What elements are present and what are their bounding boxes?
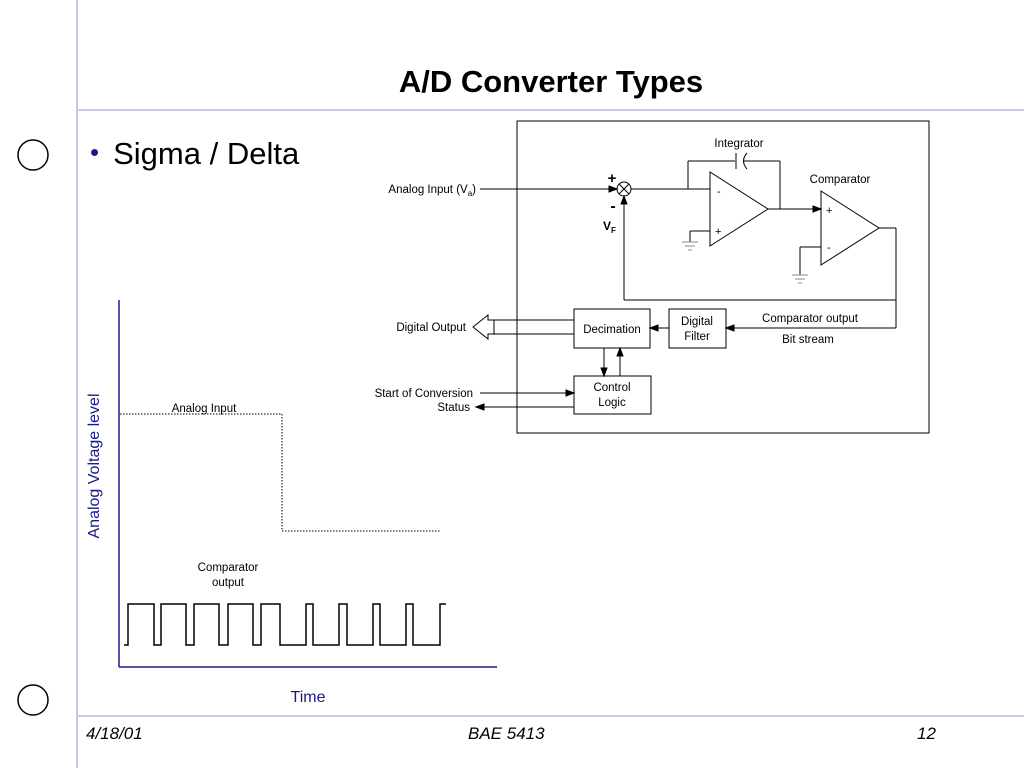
integrator-opamp — [709, 171, 769, 247]
analog-input-arrow — [608, 185, 619, 193]
integrator-to-comparator-arrow — [812, 205, 823, 213]
bottom-circle-decoration — [17, 684, 49, 716]
filter-to-decimation-arrow — [648, 324, 659, 332]
comparator-output-trace — [124, 603, 446, 646]
digital-filter-label-1: Digital — [681, 316, 713, 328]
vf-label: VF — [603, 219, 616, 235]
waveform-y-axis-label: Analog Voltage level — [86, 394, 103, 539]
bullet-text: Sigma / Delta — [113, 136, 300, 171]
start-of-conversion-label: Start of Conversion — [375, 388, 473, 400]
summing-plus-sign: + — [608, 170, 617, 187]
comparator-opamp — [820, 190, 880, 266]
control-logic-label-2: Logic — [598, 397, 626, 409]
decimation-label: Decimation — [583, 324, 641, 336]
feedback-arrow — [620, 194, 628, 205]
status-arrow — [474, 403, 485, 411]
comparator-plus-input: + — [826, 205, 832, 217]
comparator-output-trace-label-2: output — [212, 577, 245, 589]
integrator-minus-input: - — [717, 186, 721, 198]
decimation-block — [573, 308, 651, 349]
summing-minus-sign: - — [610, 198, 615, 215]
footer-date: 4/18/01 — [86, 724, 143, 743]
top-circle-decoration — [17, 139, 49, 171]
comparator-label: Comparator — [810, 174, 871, 186]
comparator-minus-input: - — [827, 242, 831, 254]
start-of-conversion-arrow — [565, 389, 576, 397]
slide-title: A/D Converter Types — [398, 64, 704, 99]
waveform-x-axis-label: Time — [291, 689, 326, 706]
digital-output-hollow-arrow — [472, 313, 495, 341]
waveform-plot: Analog Input Comparator output Analog Vo… — [86, 300, 497, 706]
integrator-plus-input: + — [715, 226, 721, 238]
diagram-labels: Integrator Comparator Analog Input (Va) … — [375, 138, 871, 414]
footer-page-number: 12 — [917, 724, 936, 743]
decimation-to-control-arrow — [600, 367, 608, 378]
comparator-output-trace-label-1: Comparator — [198, 562, 259, 574]
diagram-frame — [516, 120, 930, 434]
summing-junction-x2 — [618, 183, 630, 195]
analog-input-label: Analog Input (Va) — [388, 184, 476, 198]
comparator-output-label: Comparator output — [762, 313, 859, 325]
digital-filter-label-2: Filter — [684, 331, 710, 343]
footer-course: BAE 5413 — [468, 724, 545, 743]
digital-output-label: Digital Output — [396, 322, 466, 334]
analog-input-trace-label: Analog Input — [172, 403, 237, 415]
capacitor-plate-2 — [743, 152, 748, 170]
control-logic-label-1: Control — [593, 382, 630, 394]
bullet-item: • Sigma / Delta — [90, 136, 299, 172]
bit-stream-label: Bit stream — [782, 334, 834, 346]
comparator-out-arrow — [724, 324, 735, 332]
bullet-dot-icon: • — [90, 137, 100, 167]
analog-input-trace — [120, 413, 441, 532]
status-label: Status — [437, 402, 470, 414]
control-to-decimation-arrow — [616, 346, 624, 357]
sigma-delta-block-diagram — [472, 120, 930, 434]
integrator-label: Integrator — [714, 138, 763, 150]
control-logic-block — [573, 375, 652, 415]
